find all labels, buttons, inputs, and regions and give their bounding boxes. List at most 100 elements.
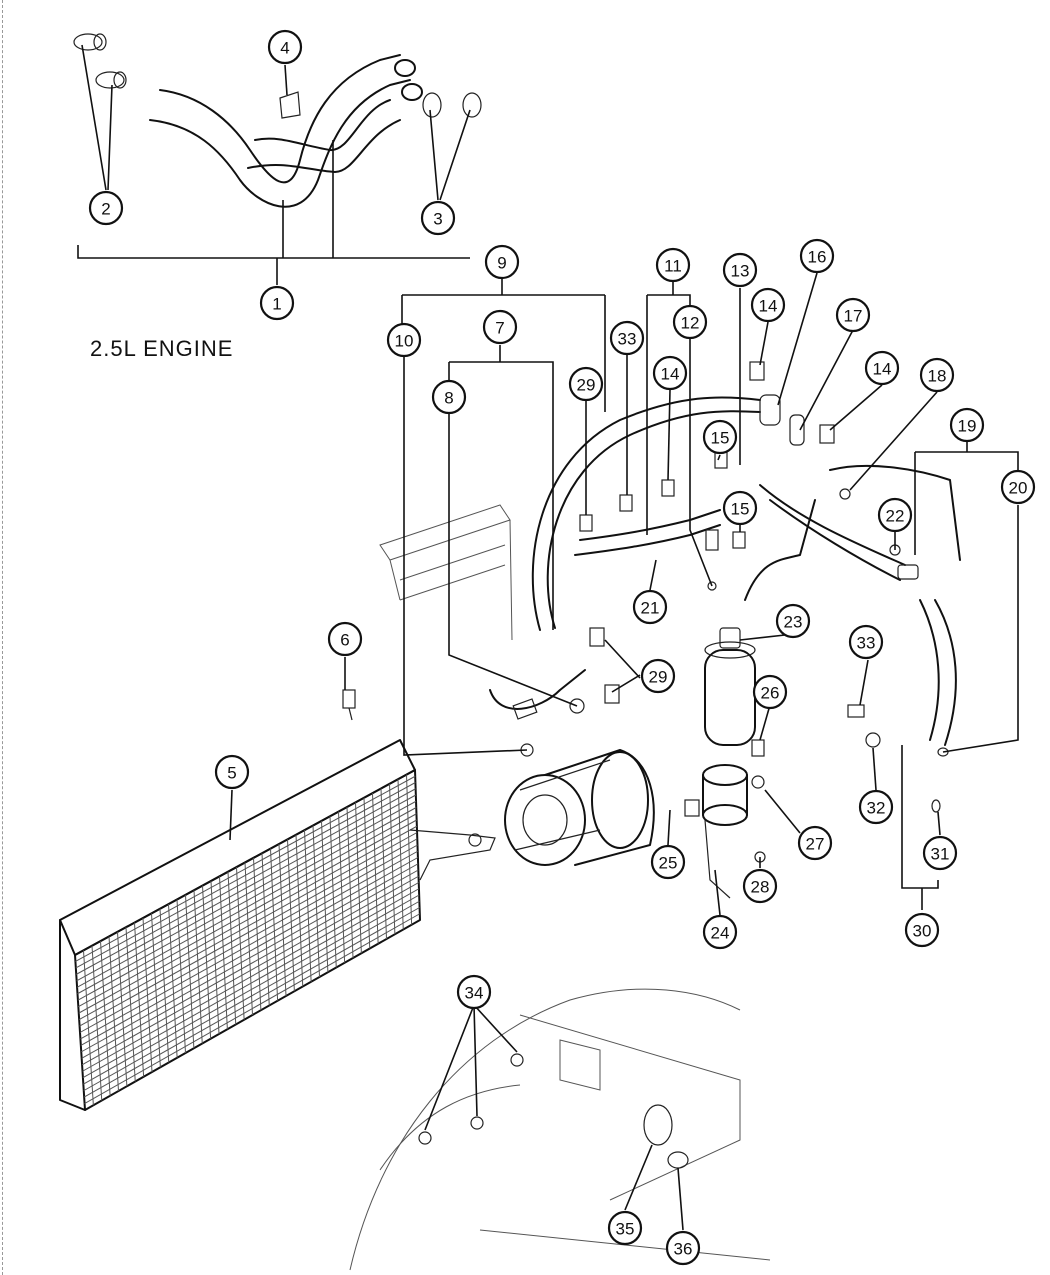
callout-number: 12 [681,314,700,333]
callout-circle [722,252,758,288]
callout-number: 35 [616,1220,635,1239]
callout-5: 5 [214,754,250,790]
condenser-tube [244,862,253,1016]
callout-circle [568,366,604,402]
callout-circle [864,350,900,386]
callout-number: 23 [784,613,803,632]
callout-32: 32 [858,789,894,825]
condenser-tube [397,779,404,930]
leader-lines [81,44,1019,1231]
callout-34: 34 [456,974,492,1010]
callout-3: 3 [420,200,456,236]
callout-14a: 14 [750,287,786,323]
callout-circle [797,825,833,861]
vehicle-body-outline [349,988,771,1271]
callout-number: 18 [928,367,947,386]
condenser-tube [278,843,287,997]
callout-number: 5 [227,764,236,783]
callout-29a: 29 [568,366,604,402]
compressor-part [504,749,655,866]
callout-number: 24 [711,924,730,943]
callout-circle [665,1230,701,1266]
callout-number: 14 [661,365,680,384]
callout-17: 17 [835,297,871,333]
condenser-tube [151,913,161,1068]
callout-circle [652,355,688,391]
callout-25: 25 [650,844,686,880]
condenser-tube [134,922,145,1077]
callout-number: 22 [886,507,905,526]
callout-number: 30 [913,922,932,941]
callout-number: 2 [101,200,110,219]
condenser-tube [108,936,119,1092]
callout-10: 10 [386,322,422,358]
callout-circle [949,407,985,443]
callout-circle [672,304,708,340]
callout-circle [722,490,758,526]
callout-number: 26 [761,684,780,703]
condenser-tube [210,880,220,1035]
callout-number: 27 [806,835,825,854]
callout-number: 32 [867,799,886,818]
condenser-tube [168,904,178,1058]
callout-4: 4 [267,29,303,65]
callout-circle [799,238,835,274]
callout-number: 25 [659,854,678,873]
condenser-tube [83,950,94,1106]
callout-circle [848,624,884,660]
callout-number: 15 [731,500,750,519]
callout-number: 14 [759,297,778,316]
callout-19: 19 [949,407,985,443]
callout-number: 20 [1009,479,1028,498]
callout-9: 9 [484,244,520,280]
callout-number: 1 [272,295,281,314]
callout-8: 8 [431,379,467,415]
condenser-tube [346,806,354,959]
condenser-tube [329,816,337,968]
callout-number: 13 [731,262,750,281]
callout-circle [835,297,871,333]
callout-12: 12 [672,304,708,340]
condenser-tube [202,885,212,1039]
callout-number: 33 [857,634,876,653]
callout-6: 6 [327,621,363,657]
condenser-tube [219,876,228,1030]
condenser-tube [380,788,387,940]
condenser-tube [159,908,170,1063]
callout-circle [267,29,303,65]
callout-23: 23 [775,603,811,639]
condenser-tube [125,927,136,1082]
callout-number: 8 [444,389,453,408]
callout-15b: 15 [722,490,758,526]
callout-circle [1000,469,1036,505]
condenser-tube [312,825,320,978]
condenser-tube [363,797,371,949]
callout-number: 3 [433,210,442,229]
callout-27: 27 [797,825,833,861]
callout-2: 2 [88,190,124,226]
callout-7: 7 [482,309,518,345]
condenser-tube [117,931,128,1087]
page-edge-divider [2,0,3,1275]
callout-30: 30 [904,912,940,948]
callout-circle [386,322,422,358]
condenser-tube [261,853,270,1006]
ac-refrigerant-lines [489,394,961,746]
condenser-tube [185,894,195,1049]
condenser-tube [321,820,329,973]
callout-number: 17 [844,307,863,326]
callout-28: 28 [742,868,778,904]
drier-bracket-part [702,764,748,899]
condenser-tube [304,830,312,982]
callout-33a: 33 [609,320,645,356]
callout-circle [702,419,738,455]
callout-number: 14 [873,360,892,379]
callout-14c: 14 [864,350,900,386]
condenser-tube [227,871,237,1025]
callout-circle [919,357,955,393]
callout-31: 31 [922,835,958,871]
callout-33b: 33 [848,624,884,660]
callout-21: 21 [632,589,668,625]
callout-number: 10 [395,332,414,351]
